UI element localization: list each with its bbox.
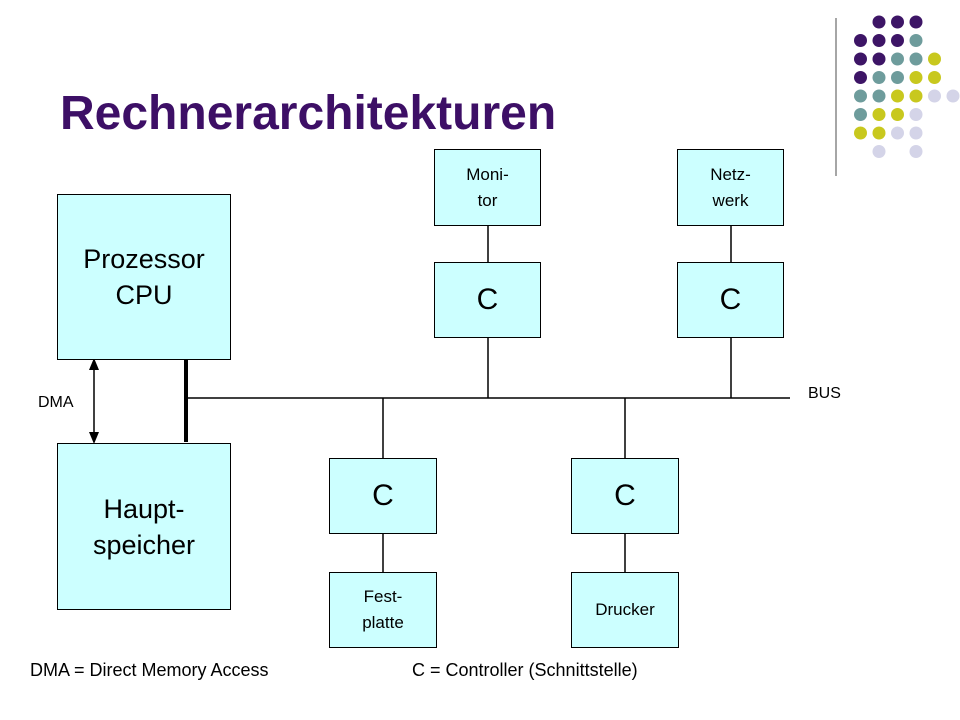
decorative-dot: [891, 71, 904, 84]
decorative-dot: [891, 108, 904, 121]
decorative-dot: [891, 15, 904, 29]
network-controller-box: C: [677, 262, 784, 338]
decorative-dot: [854, 108, 867, 121]
decorative-dot: [872, 52, 886, 66]
decorative-dot: [928, 89, 941, 103]
disk-controller-box: C: [329, 458, 437, 534]
page-title: Rechnerarchitekturen: [60, 87, 557, 140]
decorative-dot: [909, 89, 923, 103]
bus-label: BUS: [808, 385, 841, 402]
printer-box: Drucker: [571, 572, 679, 648]
decorative-dot: [872, 145, 886, 158]
decorative-dot: [891, 34, 904, 47]
decorative-dot: [909, 145, 923, 158]
legend-controller: C = Controller (Schnittstelle): [412, 660, 638, 680]
decorative-dot: [909, 71, 923, 84]
decorative-dot: [909, 108, 923, 121]
monitor-controller-box: C: [434, 262, 541, 338]
decorative-dot: [872, 15, 886, 29]
decorative-dot: [854, 89, 867, 103]
decorative-dot: [854, 34, 867, 47]
decorative-dot: [872, 108, 886, 121]
decorative-dot: [872, 71, 886, 84]
decorative-dot: [891, 126, 904, 140]
dma-label: DMA: [38, 394, 74, 411]
decorative-dot: [909, 126, 923, 140]
printer-controller-box: C: [571, 458, 679, 534]
dma-arrow: [89, 358, 99, 444]
monitor-box: Moni- tor: [434, 149, 541, 226]
legend-dma: DMA = Direct Memory Access: [30, 660, 269, 680]
dot-pattern: [854, 15, 960, 158]
decorative-dot: [872, 34, 886, 47]
decorative-dot: [928, 52, 941, 66]
decorative-dot: [909, 52, 923, 66]
decorative-dot: [854, 71, 867, 84]
memory-box: Haupt- speicher: [57, 443, 231, 610]
decorative-dot: [909, 34, 923, 47]
decorative-dot: [909, 15, 923, 29]
decorative-dot: [946, 89, 960, 103]
decorative-dot: [928, 71, 941, 84]
decorative-dot: [854, 126, 867, 140]
decorative-dot: [872, 126, 886, 140]
decorative-dot: [891, 89, 904, 103]
decorative-dot: [872, 89, 886, 103]
disk-box: Fest- platte: [329, 572, 437, 648]
network-box: Netz- werk: [677, 149, 784, 226]
decorative-dot: [891, 52, 904, 66]
cpu-box: Prozessor CPU: [57, 194, 231, 360]
decorative-dot: [854, 52, 867, 66]
